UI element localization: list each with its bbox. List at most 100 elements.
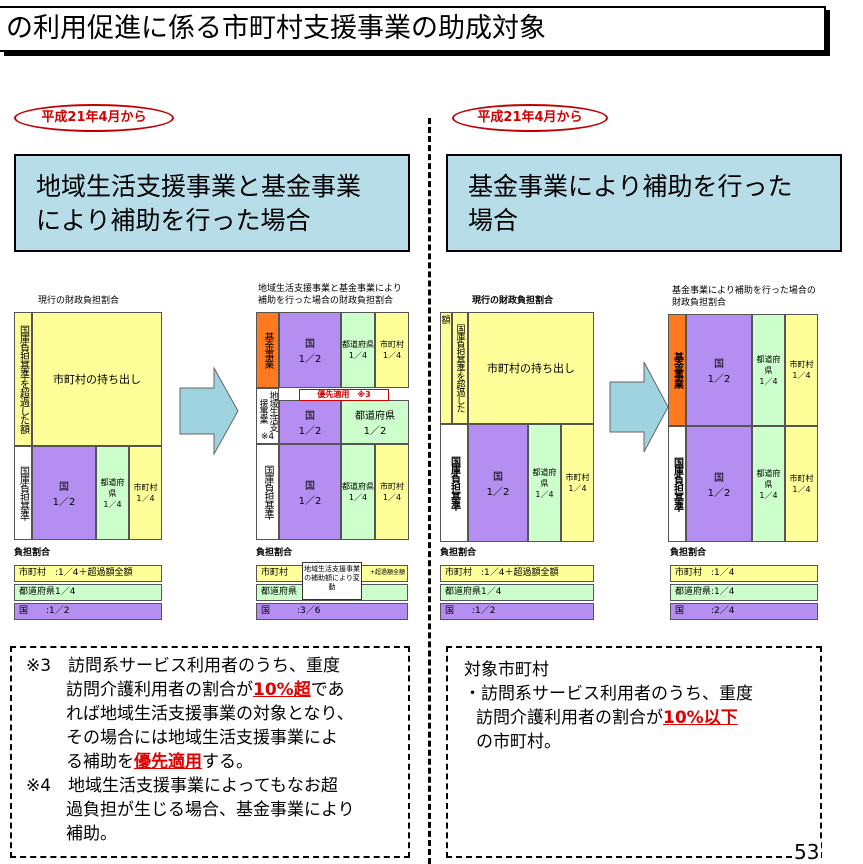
bar-city-tail: +超過額全額	[369, 569, 405, 576]
right-notes-box: 対象市町村 ・訪問系サービス利用者のうち、重度 訪問介護利用者の割合が10%以下…	[446, 646, 822, 858]
city-label: 市町村	[789, 474, 814, 483]
right-bar-kuni: 国 :1／2	[440, 603, 594, 620]
left-current-pref: 都道府県 1／4	[96, 446, 129, 540]
left-new-fund-kuni: 国 1／2	[279, 312, 341, 388]
pref-label: 都道府県	[342, 340, 374, 349]
left-current-excess-label: 国庫負担基準を超過した額	[14, 312, 32, 446]
pref-label: 都道府県	[355, 411, 395, 422]
highlight-10-over: 10%超	[253, 680, 311, 700]
pref-label: 都道府県	[532, 467, 557, 488]
kuni-label: 国	[305, 481, 315, 492]
right-current-excess-body: 市町村の持ち出し	[468, 312, 594, 424]
note-3-line1: ※3 訪問系サービス利用者のうち、重度	[26, 656, 341, 676]
right-new-fund-city: 市町村 1／4	[785, 314, 818, 426]
left-bar-pref: 都道府県1／4	[14, 584, 162, 601]
left-current-base-label: 国庫負担基準	[14, 446, 32, 540]
right-new-caption-2: 財政負担割合	[672, 298, 727, 308]
note-3-line3: れば地域生活支援事業の対象となり、	[66, 704, 354, 724]
target-line3: の市町村。	[476, 732, 561, 752]
city-ratio: 1／4	[382, 493, 402, 502]
note-3-line2: 訪問介護利用者の割合が10%超であ	[66, 680, 345, 700]
note-4-line1: ※4 地域生活支援事業によってもなお超	[26, 776, 338, 796]
variable-popup: 地域生活支援事業の補助額により変動	[302, 562, 362, 600]
right-current-base-label: 国庫負担基準	[440, 424, 468, 542]
right-new-bar-city: 市町村 :1／4	[670, 565, 818, 582]
note-3-line4: その場合には地域生活支援事業によ	[66, 728, 338, 748]
right-current-excess-label: 国庫負担基準を超過した	[452, 312, 468, 424]
city-ratio: 1／4	[382, 351, 402, 360]
kuni-ratio: 1／2	[298, 426, 322, 437]
right-current-city: 市町村 1／4	[561, 424, 594, 542]
left-new-bar-kuni: 国 :3／6	[256, 603, 408, 620]
kuni-ratio: 1／2	[707, 488, 731, 499]
left-new-fund-pref: 都道府県 1／4	[341, 312, 375, 388]
page-title: の利用促進に係る市町村支援事業の助成対象	[0, 6, 826, 52]
city-label: 市町村	[789, 360, 814, 369]
note-4-line3: 補助。	[66, 824, 117, 844]
city-ratio: 1／4	[792, 485, 811, 494]
left-new-base-kuni: 国 1／2	[279, 444, 341, 540]
city-label: 市町村	[380, 340, 404, 349]
left-new-base-label: 国庫負担基準	[256, 444, 279, 540]
right-new-fund-kuni: 国 1／2	[686, 314, 752, 426]
right-new-base-pref: 都道府県 1／4	[752, 426, 785, 542]
right-heading-line1: 基金事業により補助を行った	[468, 172, 793, 201]
pref-label: 都道府県	[100, 477, 125, 498]
pref-ratio: 1／4	[348, 351, 368, 360]
city-label: 市町村	[133, 483, 158, 492]
left-arrow-icon	[179, 366, 239, 456]
right-date-badge: 平成21年4月から	[452, 104, 608, 132]
left-new-base-city: 市町村 1／4	[375, 444, 409, 540]
kuni-label: 国	[714, 359, 724, 370]
pref-ratio: 1／4	[535, 489, 554, 499]
left-new-local-label: 地域生活支援事業 ※4	[256, 388, 279, 444]
target-line2: 訪問介護利用者の割合が10%以下	[476, 708, 738, 728]
right-new-fund-label: 基金事業	[668, 314, 686, 426]
left-new-fund-city: 市町村 1／4	[375, 312, 409, 388]
left-current-excess-body: 市町村の持ち出し	[32, 312, 162, 446]
city-ratio: 1／4	[568, 484, 587, 493]
right-heading: 基金事業により補助を行った 場合	[446, 154, 842, 252]
left-heading-line2: により補助を行った場合	[36, 206, 311, 235]
left-notes-box: ※3 訪問系サービス利用者のうち、重度 訪問介護利用者の割合が10%超であ れば…	[10, 646, 410, 858]
left-heading-line1: 地域生活支援事業と基金事業	[36, 172, 362, 201]
right-new-base-city: 市町村 1／4	[785, 426, 818, 542]
highlight-priority: 優先適用	[134, 752, 202, 772]
right-current-caption: 現行の財政負担割合	[472, 296, 554, 306]
kuni-ratio: 1／2	[52, 497, 76, 508]
left-bar-kuni: 国 :1／2	[14, 603, 162, 620]
left-new-caption-1: 地域生活支援事業と基金事業により	[258, 284, 402, 294]
pref-half: 1／2	[363, 426, 387, 437]
city-ratio: 1／4	[792, 371, 811, 380]
right-new-base-label: 国庫負担基準	[668, 426, 686, 542]
bar-city-label: 市町村	[261, 568, 289, 578]
right-burden-title: 負担割合	[440, 548, 477, 558]
target-title: 対象市町村	[464, 660, 549, 680]
left-new-local-kuni: 国 1／2	[279, 400, 341, 444]
pref-label: 都道府県	[756, 468, 781, 489]
kuni-label: 国	[714, 473, 724, 484]
left-burden-title: 負担割合	[14, 548, 51, 558]
right-current-pref: 都道府県 1／4	[528, 424, 561, 542]
left-current-city: 市町村 1／4	[129, 446, 162, 540]
pref-ratio: 1／4	[759, 376, 778, 386]
note-3-line5: る補助を優先適用する。	[66, 752, 253, 772]
left-bar-city: 市町村 :1／4＋超過額全額	[14, 565, 162, 582]
kuni-label: 国	[59, 482, 69, 493]
right-current-kuni: 国 1／2	[468, 424, 528, 542]
right-current-excess-top: 額	[440, 312, 452, 424]
left-new-caption-2: 補助を行った場合の財政負担割合	[258, 296, 394, 306]
left-new-fund-label: 基金事業	[256, 312, 279, 388]
right-new-base-kuni: 国 1／2	[686, 426, 752, 542]
local-note: ※4	[260, 432, 275, 442]
kuni-label: 国	[305, 411, 315, 422]
right-new-fund-pref: 都道府県 1／4	[752, 314, 785, 426]
right-new-caption-1: 基金事業により補助を行った場合の	[672, 286, 816, 296]
right-new-bar-pref: 都道府県:1／4	[670, 584, 818, 601]
left-current-kuni: 国 1／2	[32, 446, 96, 540]
page-number: 53	[792, 840, 822, 864]
right-bar-city: 市町村 :1／4＋超過額全額	[440, 565, 594, 582]
right-new-bar-kuni: 国 :2／4	[670, 603, 818, 620]
left-heading: 地域生活支援事業と基金事業 により補助を行った場合	[14, 154, 410, 252]
left-current-caption: 現行の財政負担割合	[38, 296, 120, 306]
